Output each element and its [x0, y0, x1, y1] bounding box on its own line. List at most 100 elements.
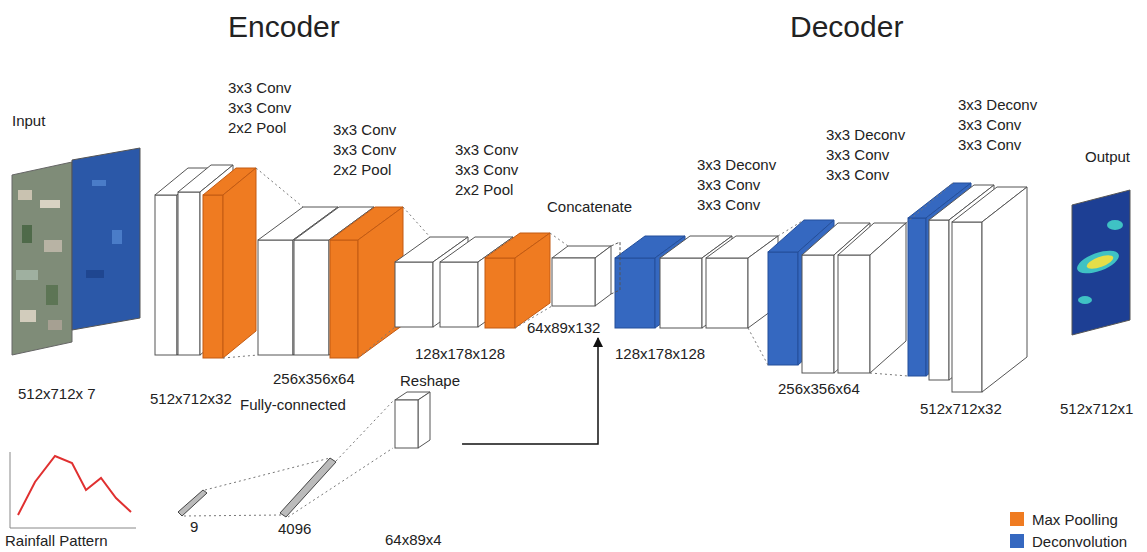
conv-layer — [929, 220, 949, 380]
projection-line — [288, 448, 393, 517]
input-elevation-image — [92, 180, 106, 186]
conv-layer — [952, 222, 982, 392]
conv-layer — [870, 223, 906, 373]
perspective-line — [403, 207, 430, 237]
layer-ops: 3x3 Deconv 3x3 Conv 3x3 Conv — [826, 125, 910, 185]
conv-layer — [706, 236, 778, 328]
layer-ops: 3x3 Deconv 3x3 Conv 3x3 Conv — [958, 95, 1042, 155]
block-cube — [527, 198, 647, 336]
layer-ops: 3x3 Conv 3x3 Conv 2x2 Pool — [228, 78, 312, 138]
output-flood-map — [1072, 190, 1130, 335]
dimension-label: 512x712x 7 — [18, 385, 96, 402]
layer-ops: 3x3 Conv 3x3 Conv 2x2 Pool — [333, 120, 417, 180]
perspective-line — [870, 373, 908, 376]
cube-face — [418, 392, 430, 448]
conv-layer — [706, 258, 748, 328]
rainfall-plot — [10, 452, 136, 528]
conv-layer — [982, 187, 1027, 392]
fully-connected-vector — [280, 458, 336, 517]
input-vector — [178, 490, 207, 516]
dimension-label: 512x712x1 — [1060, 400, 1133, 417]
layer-ops: 3x3 Conv 3x3 Conv 2x2 Pool — [455, 140, 539, 200]
input-aerial-image — [12, 162, 72, 355]
output-flood-map — [1078, 296, 1092, 304]
block-name: Reshape — [400, 372, 460, 389]
perspective-line — [223, 168, 953, 376]
perspective-line — [358, 327, 395, 358]
output-flood-map — [1074, 246, 1122, 278]
dimension-label: 512x712x32 — [150, 390, 232, 407]
input-elevation-image — [72, 148, 140, 330]
section-title: Encoder — [228, 10, 340, 45]
conv-layer — [294, 240, 329, 355]
vector-size: 9 — [190, 518, 198, 535]
section-title: Decoder — [790, 10, 903, 45]
input-aerial-image — [18, 190, 32, 200]
perspective-line — [748, 328, 768, 365]
deconv-layer — [768, 252, 798, 365]
perspective-line — [550, 233, 568, 246]
cube-face — [611, 242, 620, 294]
dimension-label: 64x89x4 — [385, 531, 442, 548]
input-aerial-image — [44, 240, 62, 252]
perspective-line — [778, 220, 804, 236]
input-aerial-image — [16, 270, 38, 280]
conv-layer — [155, 195, 177, 355]
legend-text: Deconvolution — [1032, 533, 1127, 550]
pool-layer — [223, 168, 256, 358]
input-elevation-image — [112, 230, 122, 244]
conv-layer — [660, 258, 702, 328]
fully-connected-vector — [280, 458, 336, 517]
dimension-label: 512x712x32 — [920, 400, 1002, 417]
cube-face — [595, 246, 611, 306]
conv-layer — [838, 255, 870, 373]
legend-text: Max Poolling — [1032, 511, 1118, 528]
dimension-label: 256x356x64 — [778, 380, 860, 397]
conv-layer — [178, 192, 200, 355]
pool-layer — [330, 207, 403, 358]
rainfall-plot — [10, 528, 136, 529]
perspective-line — [906, 183, 953, 223]
deconv-layer — [615, 258, 655, 328]
rainfall-plot — [10, 452, 11, 528]
projection-line — [184, 515, 282, 516]
conv-layer — [440, 262, 478, 327]
output-flood-map — [1085, 253, 1115, 272]
pool-layer — [203, 195, 223, 358]
input-aerial-image — [22, 225, 32, 243]
dimension-label: 128x178x128 — [415, 345, 505, 362]
rainfall-plot — [18, 456, 131, 515]
projection-line — [184, 401, 393, 517]
legend-swatch — [1010, 534, 1024, 548]
input-aerial-image — [20, 310, 36, 322]
conv-layer — [838, 223, 906, 373]
input-elevation-image — [72, 148, 140, 330]
dimension-label: 256x356x64 — [273, 370, 355, 387]
input-aerial-image — [40, 200, 60, 208]
conv-layer — [395, 262, 433, 327]
pool-layer — [203, 168, 256, 358]
input-aerial-image — [12, 162, 72, 355]
chart-label: Rainfall Pattern — [5, 532, 108, 549]
perspective-line — [223, 355, 258, 358]
cube-face — [552, 258, 595, 306]
legend-swatch — [1010, 512, 1024, 526]
input-aerial-image — [46, 285, 58, 305]
output-label: Output — [1085, 148, 1130, 165]
conv-layer — [258, 240, 293, 355]
reshape-block: Reshape 64x89x4 — [383, 372, 462, 548]
dimension-label: 64x89x132 — [527, 319, 600, 336]
layer-name: Fully-connected — [240, 396, 346, 413]
conv-layer — [802, 255, 834, 373]
input-elevation-image — [86, 270, 104, 278]
pool-layer — [485, 233, 550, 328]
block-name: Concatenate — [547, 198, 632, 215]
layer-ops: 3x3 Deconv 3x3 Conv 3x3 Conv — [697, 155, 781, 215]
dimension-label: 128x178x128 — [615, 345, 705, 362]
input-aerial-image — [48, 320, 62, 330]
output-flood-map — [1072, 190, 1130, 335]
input-label: Input — [12, 112, 45, 129]
block-cube — [383, 372, 455, 548]
pool-layer — [485, 258, 515, 328]
